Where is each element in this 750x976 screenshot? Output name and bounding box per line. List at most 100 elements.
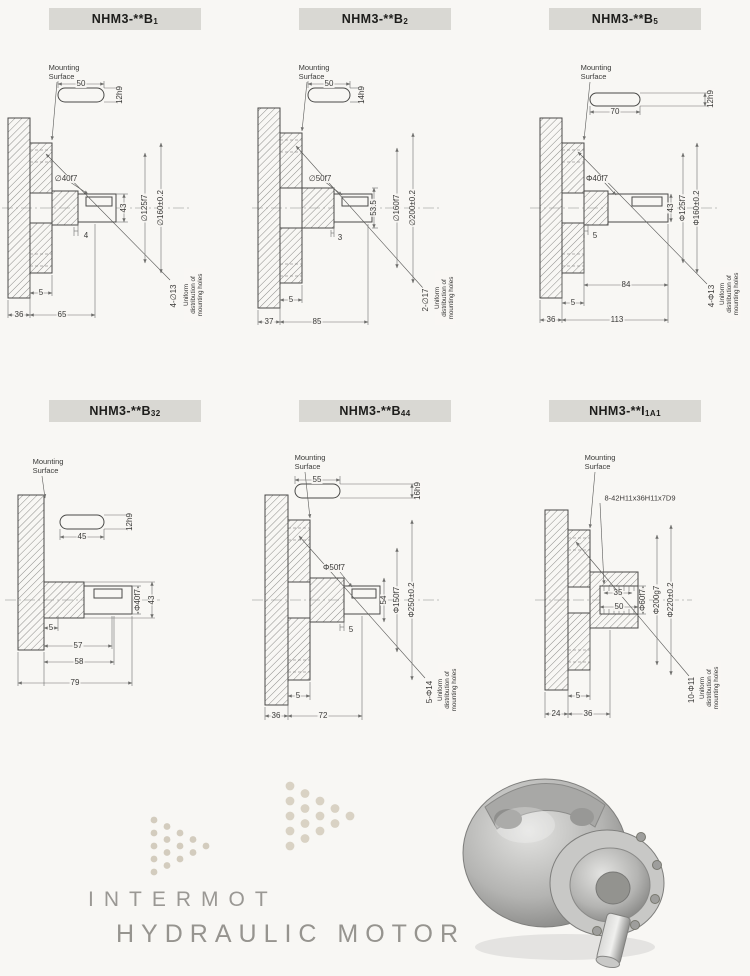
dim-shaft-diameter: Φ50f7 — [322, 563, 346, 572]
dim-holes-note: 4-∅13 — [169, 283, 178, 309]
dim-key-width: 16h9 — [413, 481, 422, 501]
dim-shaft-height: 43 — [119, 202, 128, 214]
dim-shaft-diameter: Φ40f7 — [133, 588, 142, 612]
dim-key-width: 12h9 — [115, 85, 124, 105]
panel-title-text: NHM3-**B — [91, 12, 154, 26]
dim-bore-diameter: Φ60f7 — [638, 588, 647, 612]
dim-key-length: 70 — [609, 107, 621, 116]
dim-key-width: 14h9 — [357, 85, 366, 105]
dim-b1: 37 — [263, 317, 275, 326]
technical-drawing-b32 — [5, 475, 160, 686]
dim-b1: 57 — [72, 641, 84, 650]
dim-holes-note: 2-∅17 — [421, 287, 430, 313]
dim-pilot-diameter: Φ125f7 — [678, 193, 687, 223]
dim-key-length: 55 — [311, 475, 323, 484]
panel-title-text: NHM3-**B — [339, 404, 401, 418]
uniform-distribution-note: Uniform distribution of mounting holes — [699, 661, 721, 715]
dim-d35: 35 — [612, 588, 624, 597]
dim-face: 5 — [287, 295, 295, 304]
dim-outer-diameter: Φ220±0.2 — [666, 581, 675, 619]
technical-drawing-b5 — [530, 81, 718, 323]
brand-intermot: INTERMOT — [88, 888, 278, 911]
dim-shaft-height: 53.5 — [369, 199, 378, 217]
dim-pilot-diameter: ∅160f7 — [392, 193, 401, 223]
uniform-distribution-note: Uniform distribution of mounting holes — [183, 268, 205, 322]
dim-b1: 36 — [270, 711, 282, 720]
dim-holes-note: 10-Φ11 — [687, 675, 696, 705]
panel-title-text: NHM3-**B — [341, 12, 404, 26]
dim-face: 5 — [37, 288, 45, 297]
dim-b3: 79 — [69, 678, 81, 687]
dim-shaft-height: 43 — [147, 594, 156, 606]
brand-hydraulic-motor: HYDRAULIC MOTOR — [116, 920, 466, 948]
dim-key-width: 12h9 — [706, 89, 715, 109]
dim-b1: 36 — [545, 315, 557, 324]
technical-drawing-b44 — [252, 471, 440, 720]
dim-face: 5 — [569, 298, 577, 307]
technical-drawing-i1a1 — [535, 471, 692, 718]
dim-step: 4 — [82, 231, 90, 240]
technical-drawing-b1 — [2, 81, 190, 318]
dim-b1: 36 — [13, 310, 25, 319]
dim-b1: 24 — [550, 709, 562, 718]
uniform-distribution-note: Uniform distribution of mounting holes — [434, 271, 456, 325]
panel-title-sub: 5 — [653, 16, 659, 26]
panel-title-text: NHM3-**B — [591, 12, 654, 26]
dim-pilot-diameter: ∅125f7 — [140, 193, 149, 223]
panel-title-sub: 32 — [150, 408, 161, 418]
dim-holes-note: 5-Φ14 — [425, 679, 434, 705]
dim-length1: 84 — [620, 280, 632, 289]
dim-key-width: 12h9 — [125, 512, 134, 532]
dim-outer-diameter: ∅160±0.2 — [156, 189, 165, 227]
dim-shaft-diameter: Φ40f7 — [585, 174, 609, 183]
dim-outer-diameter: Φ160±0.2 — [692, 189, 701, 227]
dim-step: 3 — [336, 233, 344, 242]
technical-drawing-b2 — [252, 81, 440, 325]
dim-outer-diameter: ∅200±0.2 — [408, 189, 417, 227]
dim-key-length: 50 — [75, 79, 87, 88]
dim-holes-note: 4-Φ13 — [707, 283, 716, 309]
panel-title-text: NHM3-**I — [589, 404, 646, 418]
dim-face: 5 — [47, 623, 55, 632]
dim-pilot-diameter: Φ200g7 — [652, 584, 661, 616]
panel-title-sub: 1A1 — [645, 408, 661, 418]
dim-d50: 50 — [613, 602, 625, 611]
dim-face: 5 — [574, 691, 582, 700]
dim-b2: 36 — [582, 709, 594, 718]
dim-face: 5 — [294, 691, 302, 700]
dim-b2: 72 — [317, 711, 329, 720]
dim-step: 5 — [591, 231, 599, 240]
motor-photo — [462, 778, 665, 969]
spline-spec-label: 8-42H11x36H11x7D9 — [603, 493, 677, 503]
dim-shaft-height: 43 — [666, 202, 675, 214]
dim-key-length: 50 — [323, 79, 335, 88]
dotted-arrows-decoration — [150, 781, 355, 876]
uniform-distribution-note: Uniform distribution of mounting holes — [437, 663, 459, 717]
dim-step: 5 — [347, 625, 355, 634]
dim-b2: 58 — [73, 657, 85, 666]
dim-b2: 65 — [56, 310, 68, 319]
dim-shaft-diameter: ∅50f7 — [307, 174, 333, 183]
dim-b2: 113 — [609, 315, 625, 324]
panel-title-sub: 44 — [400, 408, 411, 418]
uniform-distribution-note: Uniform distribution of mounting holes — [719, 267, 741, 321]
